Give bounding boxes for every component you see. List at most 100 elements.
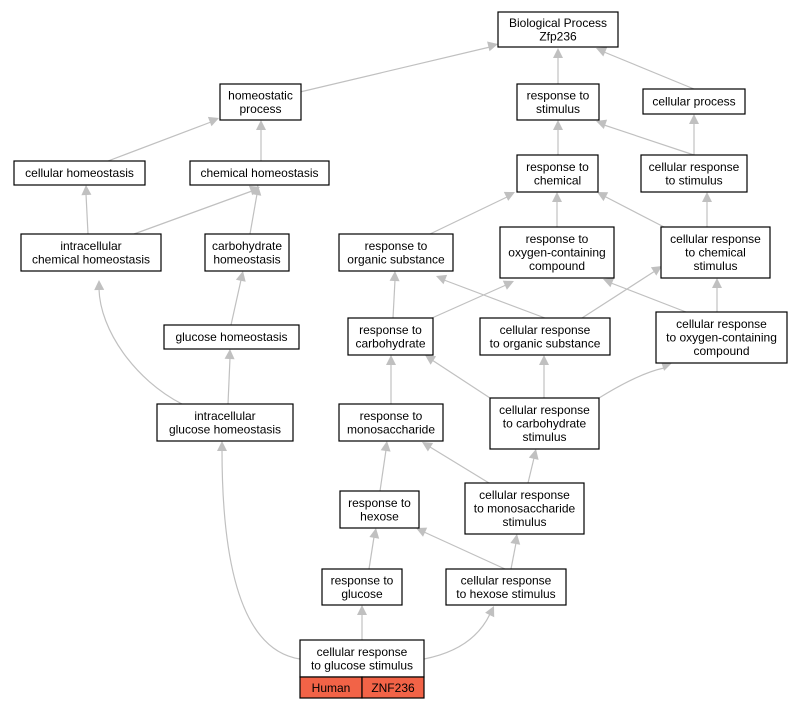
edge-arrowhead [660,361,672,371]
node-box [499,226,615,279]
node-label-line: compound [529,259,585,273]
edge [431,284,507,319]
node-label-line: response to [331,573,394,587]
node-label-line: response to [365,239,428,253]
edge-arrowhead [235,271,246,282]
edge [510,542,517,570]
edge [85,193,89,235]
edge-arrowhead [422,442,434,452]
edge-arrowhead [552,192,562,202]
go-term-node-chem-homeo[interactable]: chemical homeostasis [189,160,330,186]
edge-arrowhead [503,191,515,201]
node-label-line: cellular response [479,488,570,502]
go-term-node-cell-homeo[interactable]: cellular homeostasis [13,160,146,186]
edge-arrowhead [553,48,563,58]
node-box [464,482,585,535]
node-label-line: to organic substance [490,336,601,350]
edge [603,51,695,90]
node-label-line: to monosaccharide [474,502,576,516]
edge [368,536,375,570]
gene-cell [361,676,425,699]
node-box [347,317,434,356]
node-label-line: cellular response [649,160,740,174]
node-label-line: homeostasis [213,252,280,266]
edge [299,46,491,93]
node-label-line: cellular process [652,95,735,109]
node-label-line: glucose homeostasis [175,330,287,344]
node-label-line: to hexose stimulus [456,587,555,601]
edge-arrowhead [553,120,563,130]
go-term-node-cell-proc[interactable]: cellular process [642,88,746,115]
gene-label: ZNF236 [371,681,415,695]
edge [133,190,253,235]
edge [249,193,258,235]
node-label-line: chemical [534,173,581,187]
node-box [445,568,567,606]
node-label-line: to oxygen-containing [666,331,777,345]
edge [610,282,687,313]
edges-layer [81,41,722,660]
edge [392,279,396,319]
node-label-line: intracellular [194,409,255,423]
edge [379,449,387,492]
node-label-line: stimulus [536,102,580,116]
edge-arrowhead [528,449,539,460]
node-label-line: organic substance [347,252,445,266]
edge [423,613,491,660]
edge-arrowhead [224,349,235,360]
node-label-line: cellular response [499,403,590,417]
node-label-line: Biological Process [509,16,607,30]
edge-arrowhead [712,278,722,288]
node-label-line: response to [526,160,589,174]
node-box [163,324,300,350]
node-box [20,233,162,272]
node-label-line: response to [359,323,422,337]
node-label-line: hexose [360,509,399,523]
node-box [640,154,748,193]
edge [227,357,231,405]
node-box [489,397,600,450]
go-term-node-gluc-homeo[interactable]: glucose homeostasis [163,324,300,350]
node-label-line: process [239,102,281,116]
node-label-line: intracellular [60,239,121,253]
edge-arrowhead [596,119,608,129]
node-label-line: carbohydrate [355,336,425,350]
node-label-line: compound [693,344,749,358]
edge-arrowhead [207,116,219,127]
edge [429,196,508,235]
edge-arrowhead [425,355,437,365]
node-label-line: chemical homeostasis [32,252,150,266]
edge-arrowhead [510,534,521,545]
node-label-line: homeostatic [228,88,293,102]
edge-arrowhead [487,41,498,52]
edge-arrowhead [380,441,391,452]
node-label-line: cellular response [317,645,408,659]
node-label-line: stimulus [502,515,546,529]
node-label-line: Zfp236 [539,29,577,43]
node-label-line: glucose [341,587,383,601]
node-label-line: cellular homeostasis [25,166,134,180]
node-box [338,233,454,272]
